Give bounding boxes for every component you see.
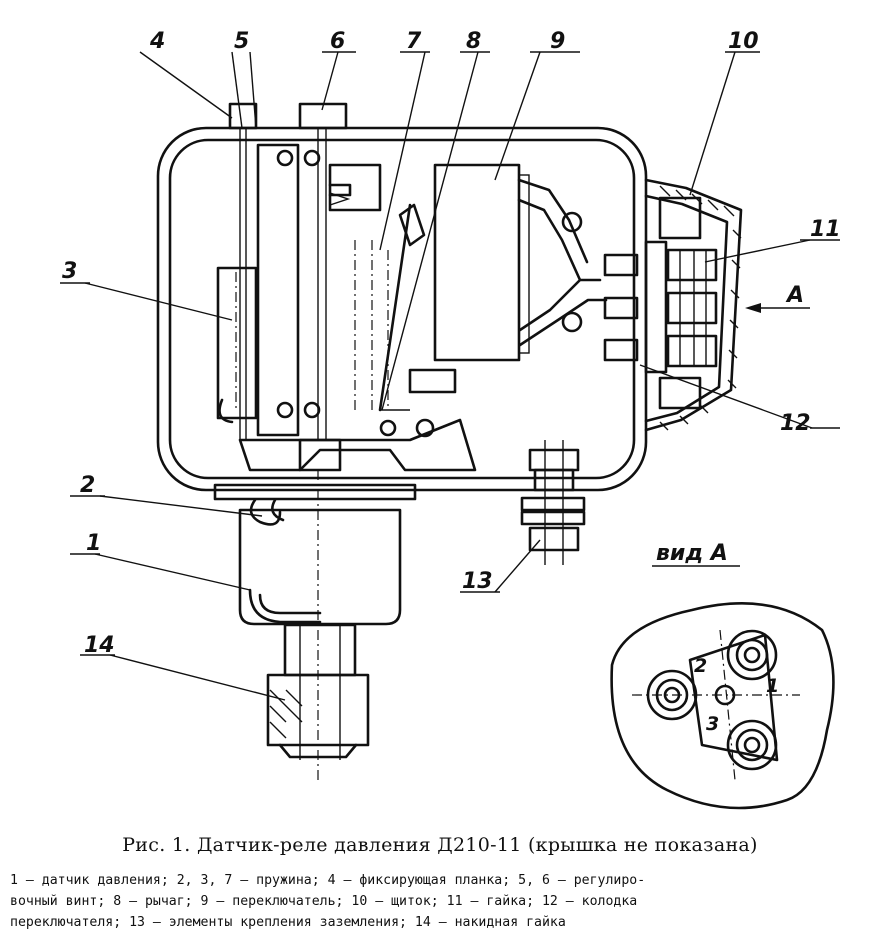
grounding-elements: [520, 440, 586, 565]
callout-4: 4: [149, 29, 165, 54]
callout-10: 10: [728, 29, 759, 54]
legend-line: вочный винт; 8 — рычаг; 9 — переключател…: [10, 894, 638, 909]
figure-caption: Рис. 1. Датчик-реле давления Д210-11 (кр…: [122, 834, 758, 856]
callout-1: 1: [86, 531, 101, 556]
callout-12: 12: [780, 411, 811, 436]
legend-line: 1 — датчик давления; 2, 3, 7 — пружина; …: [10, 873, 646, 888]
shield: [644, 178, 743, 432]
view-a: вид А 2 1 3: [610, 541, 835, 810]
callout-13: 13: [462, 569, 493, 594]
leader-lines: [60, 51, 840, 701]
callout-7: 7: [406, 29, 422, 54]
view-a-nut-1: [726, 629, 778, 681]
callout-9: 9: [550, 29, 565, 54]
view-a-nut-2: [646, 669, 698, 721]
view-a-nut-3: [726, 719, 778, 771]
view-a-title: вид А: [656, 541, 728, 566]
spring-assembly: [216, 143, 382, 437]
callout-A: A: [785, 283, 804, 308]
callout-8: 8: [466, 29, 481, 54]
union-nut: [266, 623, 370, 760]
callout-3: 3: [62, 259, 77, 284]
callout-5: 5: [234, 29, 249, 54]
view-a-num-1: 1: [766, 675, 779, 697]
view-a-num-2: 2: [694, 655, 707, 677]
view-a-num-3: 3: [706, 713, 719, 735]
adjusting-screws: [228, 102, 348, 440]
lever: [378, 203, 426, 412]
figure-legend: 1 — датчик давления; 2, 3, 7 — пружина; …: [10, 870, 870, 933]
callout-2: 2: [80, 473, 95, 498]
callout-labels: 4 5 6 7 8 9 10 3 11 A 12 2 1 13 14: [62, 29, 841, 658]
callout-11: 11: [810, 217, 841, 242]
spring-7: [354, 240, 389, 410]
legend-line: переключателя; 13 — элементы крепления з…: [10, 915, 566, 930]
base-bracket: [238, 368, 477, 472]
callout-6: 6: [330, 29, 345, 54]
switch: [433, 163, 608, 362]
terminal-block: [603, 240, 718, 374]
callout-14: 14: [84, 633, 115, 658]
